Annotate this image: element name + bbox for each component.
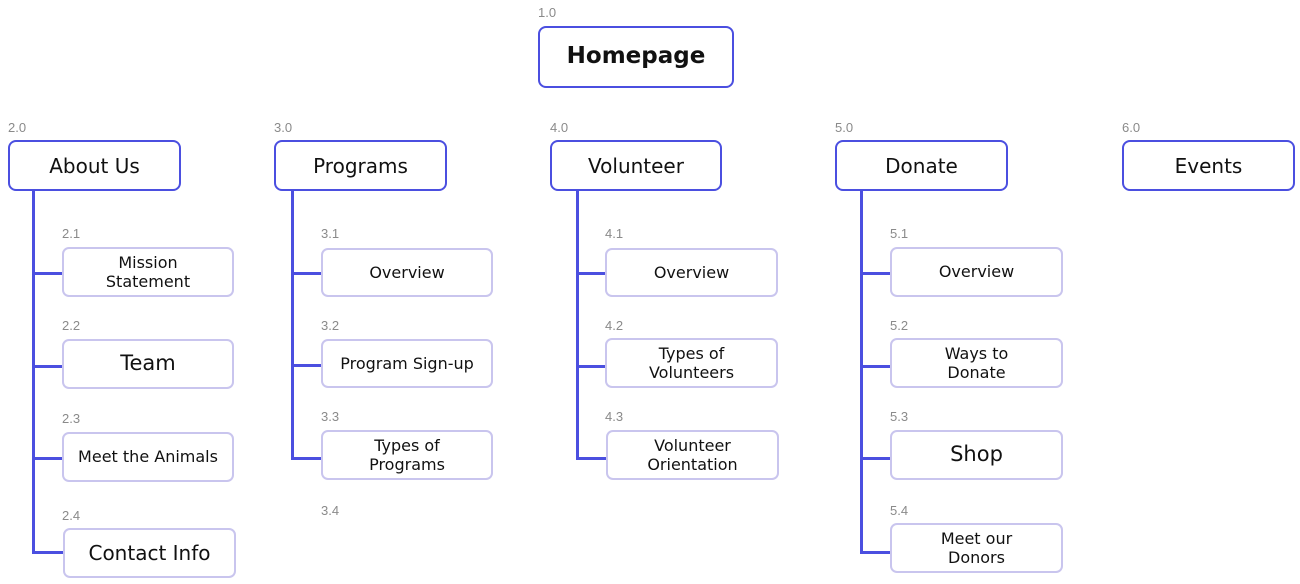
page-programs-overview: Overview	[321, 248, 493, 297]
page-number: 5.2	[890, 318, 909, 333]
connector-line	[32, 191, 35, 554]
page-ways-to-donate: Ways to Donate	[890, 338, 1063, 388]
page-volunteer-overview: Overview	[605, 248, 778, 297]
connector-line	[291, 272, 321, 275]
page-number: 3.3	[321, 409, 340, 424]
page-meet-our-donors: Meet our Donors	[890, 523, 1063, 573]
page-shop: Shop	[890, 430, 1063, 480]
section-events: Events	[1122, 140, 1295, 191]
page-number: 5.4	[890, 503, 909, 518]
section-donate: Donate	[835, 140, 1008, 191]
connector-line	[576, 457, 607, 460]
page-contact-info: Contact Info	[63, 528, 236, 578]
page-meet-the-animals: Meet the Animals	[62, 432, 234, 482]
connector-line	[32, 551, 63, 554]
page-types-of-volunteers: Types of Volunteers	[605, 338, 778, 388]
page-number: 2.4	[62, 508, 81, 523]
page-donate-overview: Overview	[890, 247, 1063, 297]
connector-line	[860, 457, 890, 460]
page-program-sign-up: Program Sign-up	[321, 339, 493, 388]
section-number: 2.0	[8, 120, 27, 135]
section-number: 6.0	[1122, 120, 1141, 135]
connector-line	[32, 272, 62, 275]
connector-line	[576, 191, 579, 460]
section-programs: Programs	[274, 140, 447, 191]
connector-line	[860, 191, 863, 554]
connector-line	[576, 272, 606, 275]
page-number: 5.1	[890, 226, 909, 241]
connector-line	[291, 191, 294, 460]
section-number: 5.0	[835, 120, 854, 135]
connector-line	[860, 272, 890, 275]
page-types-of-programs: Types of Programs	[321, 430, 493, 480]
page-team: Team	[62, 339, 234, 389]
page-number: 2.1	[62, 226, 81, 241]
page-number: 3.1	[321, 226, 340, 241]
section-number: 4.0	[550, 120, 569, 135]
page-number: 3.4	[321, 503, 340, 518]
section-about-us: About Us	[8, 140, 181, 191]
page-number: 2.2	[62, 318, 81, 333]
page-number: 3.2	[321, 318, 340, 333]
section-number: 3.0	[274, 120, 293, 135]
page-number: 5.3	[890, 409, 909, 424]
page-mission-statement: Mission Statement	[62, 247, 234, 297]
connector-line	[291, 364, 321, 367]
page-number: 4.2	[605, 318, 624, 333]
page-number: 4.1	[605, 226, 624, 241]
page-number: 4.3	[605, 409, 624, 424]
section-volunteer: Volunteer	[550, 140, 722, 191]
page-volunteer-orientation: Volunteer Orientation	[606, 430, 779, 480]
connector-line	[32, 457, 62, 460]
page-number: 2.3	[62, 411, 81, 426]
connector-line	[576, 365, 606, 368]
homepage-node: Homepage	[538, 26, 734, 88]
home-number: 1.0	[538, 5, 557, 20]
connector-line	[860, 551, 890, 554]
connector-line	[32, 365, 62, 368]
connector-line	[291, 457, 321, 460]
connector-line	[860, 365, 890, 368]
